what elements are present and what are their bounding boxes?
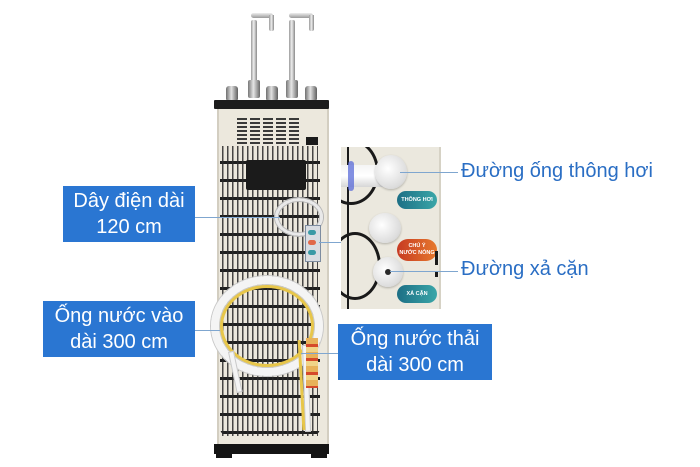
- port-vent: [308, 230, 316, 235]
- callout-drain-hose-line2: dài 300 cm: [366, 354, 464, 376]
- label-sediment-drain: Đường xả cặn: [461, 258, 589, 280]
- leader-vent-pipe: [400, 172, 458, 173]
- warning-sticker: [306, 338, 318, 388]
- drain-hole: [385, 269, 391, 275]
- callout-inlet-hose: Ống nước vào dài 300 cm: [43, 301, 195, 357]
- power-socket: [306, 137, 318, 145]
- leader-sediment-drain: [390, 271, 458, 272]
- leader-inlet-hose: [195, 330, 220, 331]
- clip: [435, 271, 438, 277]
- callout-power-cord-line1: Dây điện dài: [73, 190, 185, 212]
- vent-grille: [237, 118, 301, 144]
- valve-knob-middle: [266, 86, 278, 100]
- callout-inlet-hose-line2: dài 300 cm: [70, 331, 168, 353]
- base: [214, 444, 329, 454]
- cap-fitting: [369, 213, 401, 243]
- callout-drain-hose-line1: Ống nước thải: [350, 328, 480, 350]
- pipe-ring: [348, 161, 354, 191]
- callout-power-cord-line2: 120 cm: [96, 216, 162, 238]
- port-drain: [308, 250, 316, 255]
- badge-hot-warning: CHÚ Ý NƯỚC NÓNG: [397, 239, 437, 261]
- foot-left: [216, 452, 232, 458]
- clip: [435, 251, 438, 265]
- badge-vent: THÔNG HƠI: [397, 191, 437, 209]
- top-plate: [214, 100, 329, 109]
- label-vent-pipe: Đường ống thông hơi: [461, 160, 653, 182]
- valve-knob-right: [305, 86, 317, 100]
- detail-inset: THÔNG HƠI CHÚ Ý NƯỚC NÓNG XẢ CẶN: [341, 147, 441, 309]
- badge-drain: XẢ CẶN: [397, 285, 437, 303]
- callout-drain-hose: Ống nước thải dài 300 cm: [338, 324, 492, 380]
- inlet-hose-coil: [211, 276, 323, 376]
- valve-knob-left: [226, 86, 238, 100]
- compressor-block: [246, 160, 306, 190]
- leader-port-panel: [319, 242, 341, 243]
- port-hot: [308, 240, 316, 245]
- wire: [347, 147, 349, 309]
- leader-power-cord: [195, 217, 280, 218]
- leader-drain-hose: [301, 353, 338, 354]
- callout-inlet-hose-line1: Ống nước vào: [54, 305, 184, 327]
- callout-power-cord: Dây điện dài 120 cm: [63, 186, 195, 242]
- foot-right: [311, 452, 327, 458]
